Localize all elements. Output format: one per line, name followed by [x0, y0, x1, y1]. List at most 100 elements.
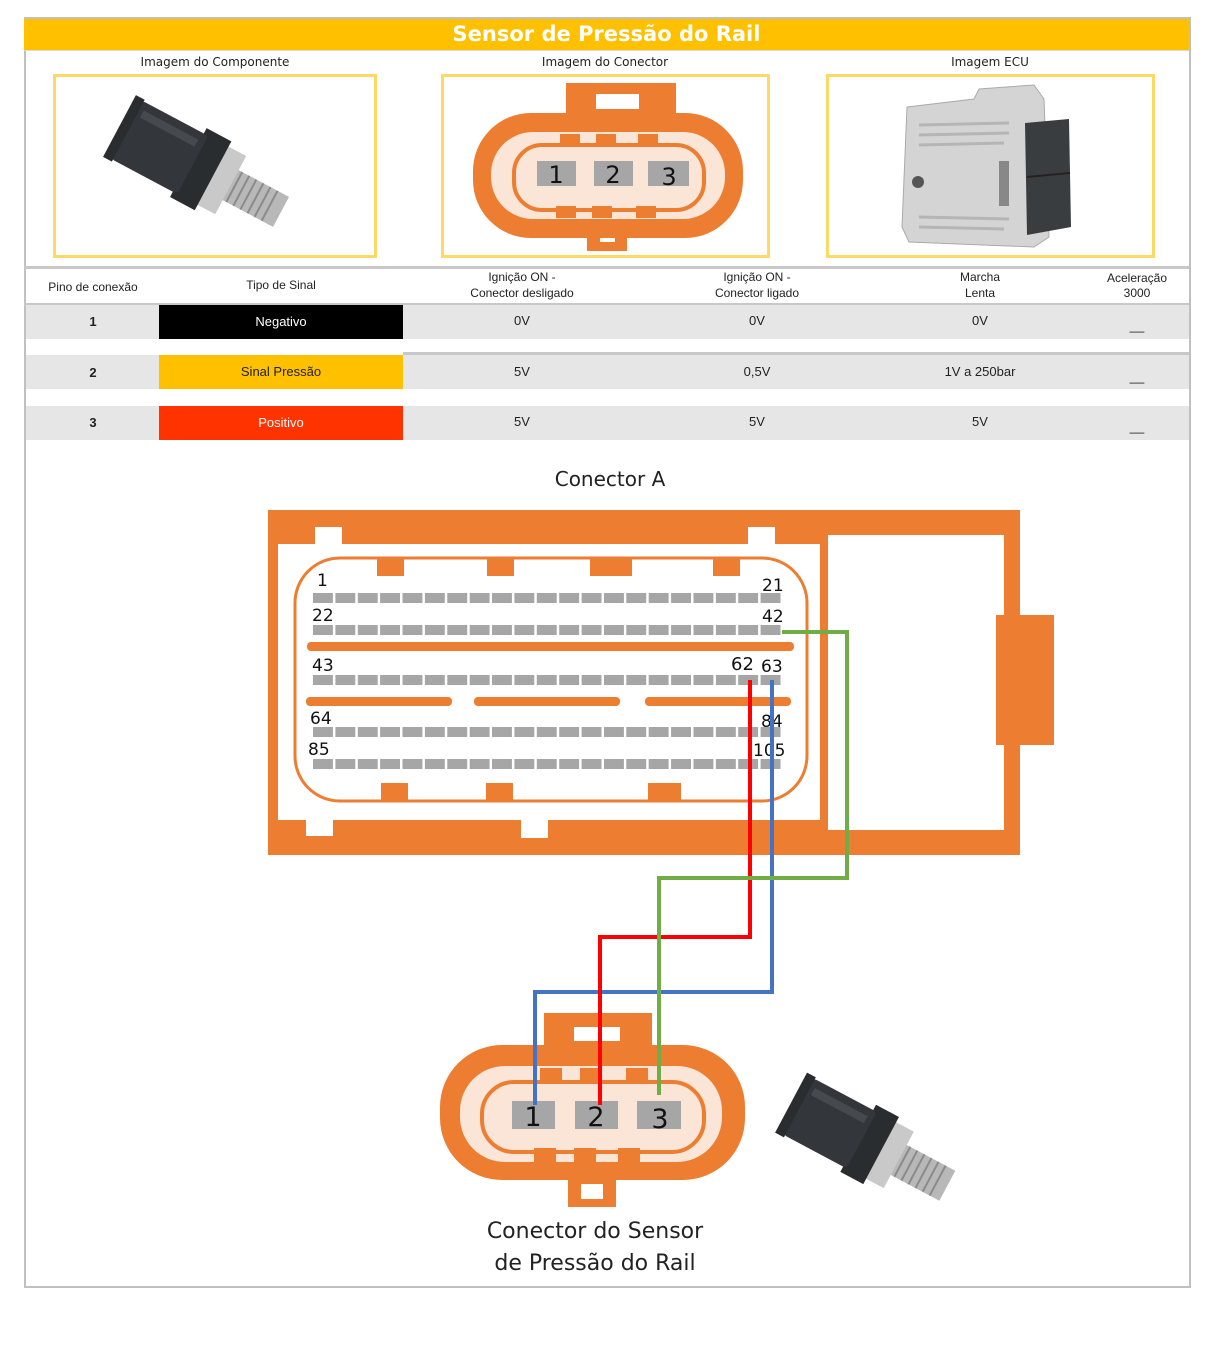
- divider: [24, 266, 1189, 269]
- ecu-pin: [626, 625, 647, 635]
- ecu-pin: [715, 625, 736, 635]
- ecu-pin: [380, 727, 400, 737]
- ecu-pin: [357, 727, 378, 737]
- ecu-pin: [626, 759, 647, 769]
- ecu-pin-rows: [313, 593, 781, 769]
- ecu-pin: [313, 625, 333, 635]
- ecu-pin: [559, 593, 580, 603]
- ecu-pin: [514, 593, 535, 603]
- ecu-pin: [559, 727, 580, 737]
- ecu-pin: [604, 625, 624, 635]
- ecu-pin: [693, 759, 714, 769]
- ecu-pin: [357, 593, 378, 603]
- ecu-pin: [380, 593, 400, 603]
- ecu-pin: [604, 759, 624, 769]
- ecu-pin: [760, 593, 781, 603]
- ecu-pin: [648, 593, 669, 603]
- ecu-pin: [671, 727, 691, 737]
- ecu-pin: [559, 759, 580, 769]
- row-accel: __: [1129, 318, 1145, 333]
- row-ign-off: 0V: [514, 313, 530, 328]
- ecu-pin: [469, 593, 490, 603]
- ecu-pin: [536, 727, 557, 737]
- ecu-pin: [313, 593, 333, 603]
- pin-label-1: 1: [317, 571, 328, 591]
- ecu-pin: [671, 593, 691, 603]
- pin-label-42: 42: [762, 607, 784, 627]
- row-signal-type: Sinal Pressão: [159, 355, 403, 389]
- row-idle: 1V a 250bar: [944, 364, 1016, 379]
- ecu-pin: [581, 675, 602, 685]
- ecu-pin: [380, 625, 400, 635]
- ecu-pin: [559, 675, 580, 685]
- ecu-pin: [671, 759, 691, 769]
- ecu-pin: [335, 727, 356, 737]
- ecu-icon: [901, 84, 1071, 248]
- row-pin: 3: [89, 415, 97, 430]
- ecu-pin: [447, 593, 468, 603]
- ecu-pin: [693, 593, 714, 603]
- pin-label-63: 63: [761, 657, 783, 677]
- pin-label-22: 22: [312, 606, 334, 626]
- row-idle: 5V: [972, 414, 988, 429]
- ecu-pin: [335, 759, 356, 769]
- ecu-pin: [469, 675, 490, 685]
- ecu-pin: [492, 759, 512, 769]
- ecu-connector-body: [268, 510, 1054, 855]
- component-image: [53, 74, 377, 258]
- ecu-pin: [536, 593, 557, 603]
- ecu-pin: [514, 625, 535, 635]
- divider: [24, 303, 1189, 306]
- ecu-pin: [469, 727, 490, 737]
- ecu-pin: [402, 727, 423, 737]
- page-title: Sensor de Pressão do Rail: [24, 19, 1189, 51]
- ecu-pin: [648, 759, 669, 769]
- sensor-connector-title: Conector do Sensor de Pressão do Rail: [486, 1219, 704, 1276]
- ecu-pin: [335, 625, 356, 635]
- ecu-image-label: Imagem ECU: [951, 55, 1029, 69]
- ecu-pin: [357, 625, 378, 635]
- ecu-pin: [604, 593, 624, 603]
- ecu-pin: [648, 675, 669, 685]
- header-signal-type: Tipo de Sinal: [246, 278, 316, 292]
- component-image-label: Imagem do Componente: [140, 55, 290, 69]
- ecu-pin: [447, 625, 468, 635]
- ecu-pin: [424, 759, 445, 769]
- row-ign-on: 0V: [749, 313, 765, 328]
- ecu-pin: [693, 727, 714, 737]
- ecu-pin: [559, 625, 580, 635]
- ecu-pin: [604, 727, 624, 737]
- row-ign-on: 5V: [749, 414, 765, 429]
- row-pin: 1: [89, 314, 97, 329]
- ecu-pin: [626, 593, 647, 603]
- row-signal-type: Positivo: [159, 406, 403, 440]
- connector-pin-3-label: 3: [661, 163, 676, 191]
- ecu-pin: [671, 625, 691, 635]
- header-ign-on: Ignição ON -Conector ligado: [714, 270, 800, 300]
- ecu-pin: [492, 625, 512, 635]
- ecu-pin: [514, 727, 535, 737]
- pressure-sensor-photo: [775, 1072, 956, 1201]
- ecu-pin: [581, 759, 602, 769]
- ecu-pin: [536, 675, 557, 685]
- ecu-pin: [604, 675, 624, 685]
- ecu-pin: [648, 625, 669, 635]
- pin-label-21: 21: [762, 576, 784, 596]
- ecu-pin: [738, 625, 759, 635]
- sensor-pin-2-label: 2: [587, 1102, 604, 1133]
- row-accel: __: [1129, 419, 1145, 434]
- ecu-pin: [648, 727, 669, 737]
- ecu-pin: [313, 759, 333, 769]
- connector-image: 1 2 3: [441, 74, 770, 258]
- ecu-pin: [581, 625, 602, 635]
- ecu-pin: [760, 625, 781, 635]
- ecu-pin: [469, 625, 490, 635]
- wire-pin1-blue: [533, 680, 774, 1105]
- ecu-pin: [492, 675, 512, 685]
- ecu-pin: [380, 675, 400, 685]
- pin-label-43: 43: [312, 656, 334, 676]
- ecu-pin: [313, 727, 333, 737]
